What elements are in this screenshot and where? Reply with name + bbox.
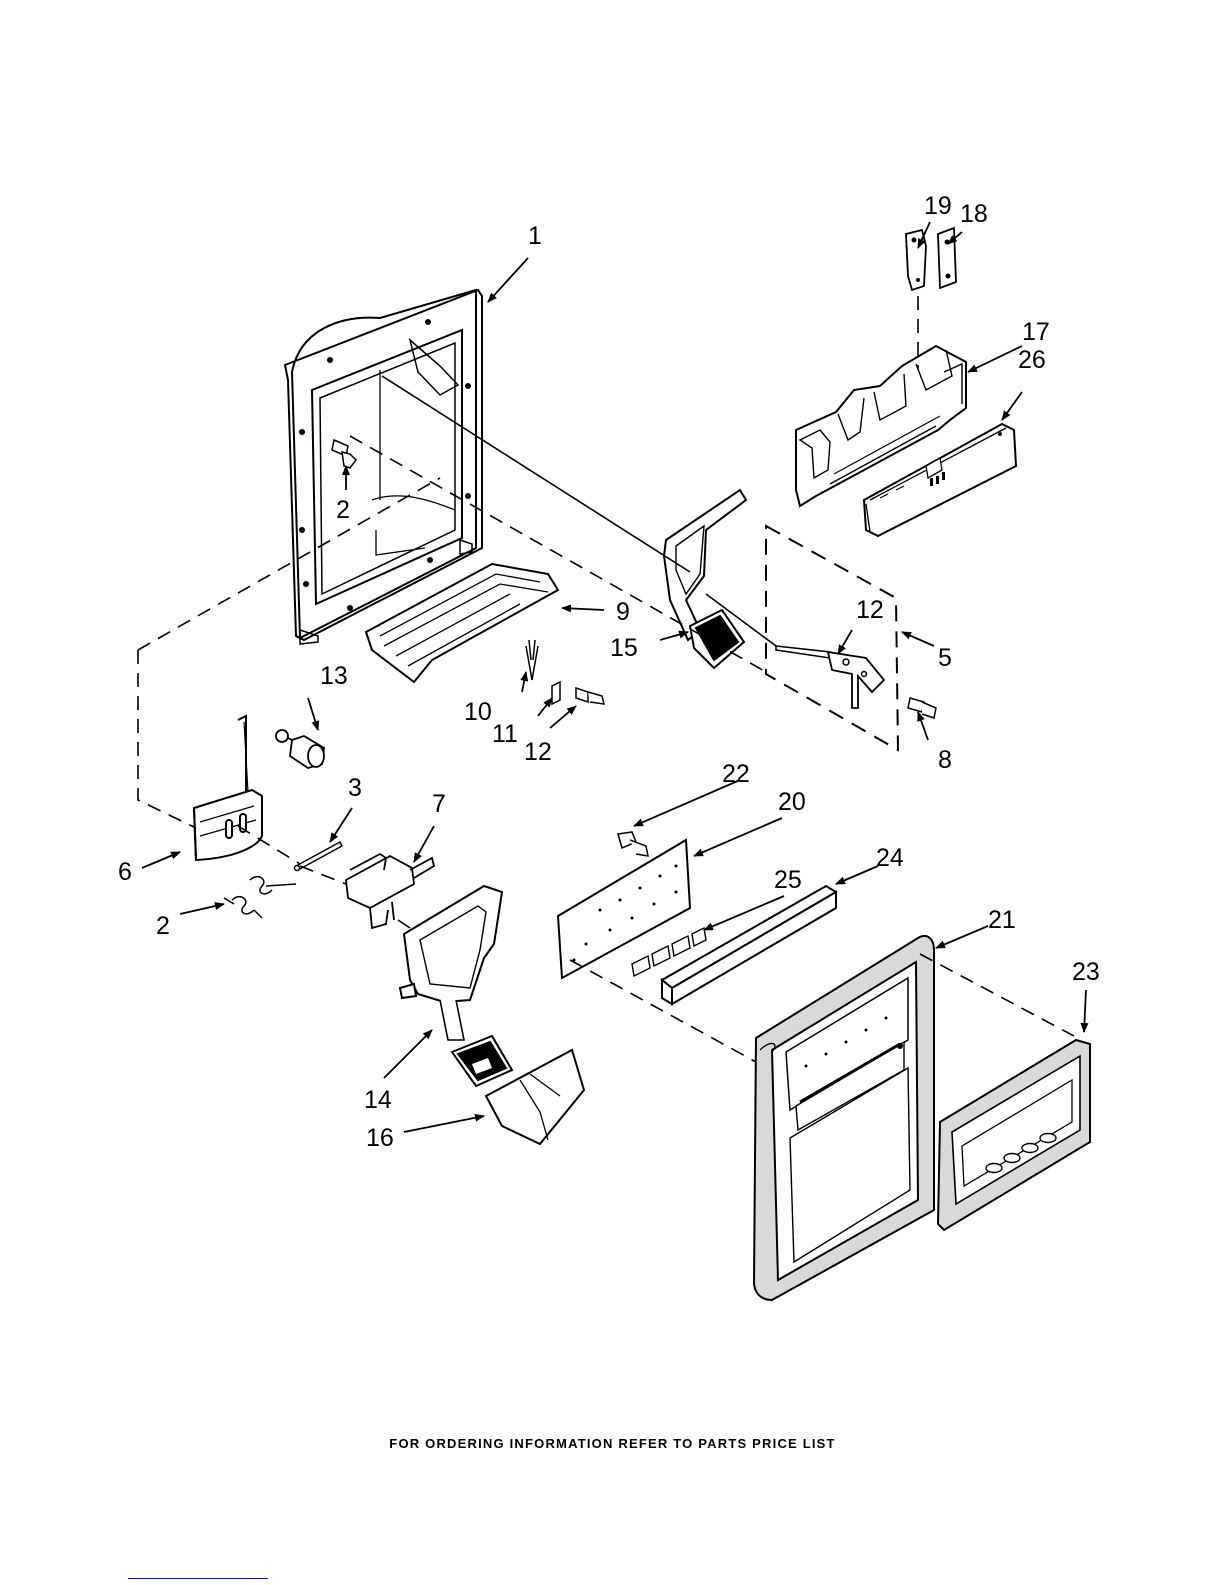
- part-14-ice-lever: [400, 886, 512, 1086]
- part-22-screw: [618, 832, 648, 856]
- callout-5: 5: [938, 644, 952, 672]
- callout-16: 16: [366, 1124, 394, 1152]
- callout-9: 9: [616, 598, 630, 626]
- callout-3: 3: [348, 774, 362, 802]
- callout-15: 15: [610, 634, 638, 662]
- link-underline[interactable]: [128, 1578, 268, 1579]
- part-6-switch-module: [194, 716, 262, 860]
- callout-7: 7: [432, 790, 446, 818]
- callout-8: 8: [938, 746, 952, 774]
- callout-17: 17: [1022, 318, 1050, 346]
- ordering-information-note: FOR ORDERING INFORMATION REFER TO PARTS …: [0, 1436, 1225, 1451]
- part-21-front-panel: [754, 936, 934, 1300]
- callout-26: 26: [1018, 346, 1046, 374]
- part-18-insulator: [938, 228, 956, 288]
- callout-23: 23: [1072, 958, 1100, 986]
- callout-1: 1: [528, 222, 542, 250]
- part-23-front-trim: [938, 1040, 1090, 1230]
- callout-13: 13: [320, 662, 348, 690]
- part-8-screw: [908, 698, 936, 718]
- part-2-torsion-spring: [224, 877, 296, 918]
- callout-labels: 1 2 9 15 12 5 8 13 10 11 12 3 7 6 2 14 1…: [118, 192, 1100, 1152]
- part-11-retainer: [552, 682, 560, 704]
- part-5-lever-bracket-group: [766, 526, 898, 750]
- part-12-screw: [576, 688, 604, 704]
- callout-11: 11: [492, 720, 518, 748]
- callout-22: 22: [722, 760, 750, 788]
- callout-19: 19: [924, 192, 952, 220]
- callout-24: 24: [876, 844, 904, 872]
- callout-25: 25: [774, 866, 802, 894]
- callout-2-spring: 2: [156, 912, 170, 940]
- callout-10: 10: [464, 698, 492, 726]
- callout-21: 21: [988, 906, 1016, 934]
- callout-14: 14: [364, 1086, 392, 1114]
- callout-20: 20: [778, 788, 806, 816]
- callout-6: 6: [118, 858, 132, 886]
- callout-18: 18: [960, 200, 988, 228]
- callout-2-screw: 2: [336, 496, 350, 524]
- part-15-water-lever: [664, 490, 746, 668]
- part-7-actuator: [346, 854, 434, 928]
- callout-12-bracket: 12: [856, 596, 884, 624]
- callout-12-screw: 12: [524, 738, 552, 766]
- part-10-spring-clip: [526, 640, 538, 680]
- part-13-solenoid: [276, 730, 324, 768]
